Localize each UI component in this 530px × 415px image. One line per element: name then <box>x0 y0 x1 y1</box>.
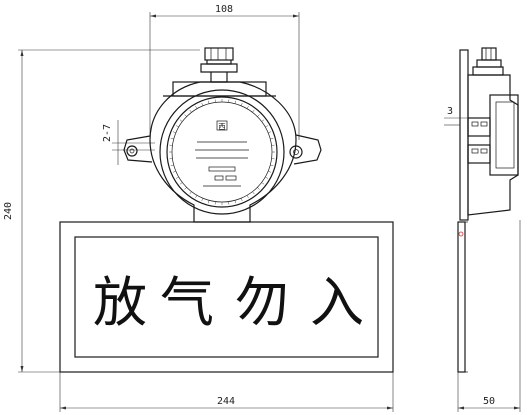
gauge-tick <box>175 176 179 179</box>
right-ear <box>289 134 322 165</box>
gauge-logo: 西 <box>218 122 226 131</box>
gauge-tick <box>252 109 255 113</box>
side-view <box>457 47 519 373</box>
dimension-bottom: 244 <box>59 372 394 412</box>
gauge-tick <box>268 131 272 134</box>
gauge-tick <box>189 109 192 113</box>
cable-gland <box>200 47 238 83</box>
sign-board <box>59 221 394 373</box>
gauge-tick <box>201 102 204 106</box>
sign-char-3: 勿 <box>235 271 289 334</box>
gauge-tick <box>265 125 269 128</box>
gauge-tick <box>246 195 249 199</box>
gauge-tick <box>195 195 198 199</box>
gauge-tick <box>195 105 198 109</box>
gauge-tick <box>234 200 236 204</box>
gauge-tick <box>240 198 243 202</box>
gauge-tick <box>175 125 179 128</box>
left-ear <box>123 135 153 163</box>
gauge-tick <box>208 100 210 104</box>
gauge-tick <box>179 119 183 122</box>
gauge-tick <box>270 164 274 166</box>
gauge-tick <box>172 170 176 173</box>
sign-char-4: 入 <box>310 271 364 334</box>
gauge-tick <box>189 191 192 195</box>
gauge-tick <box>246 105 249 109</box>
gauge-tick <box>252 191 255 195</box>
gauge-tick <box>179 182 183 185</box>
dimension-side-top: 3 <box>444 106 468 126</box>
dim-height-left-label: 240 <box>3 202 14 220</box>
dimension-gap: 2-7 <box>102 120 155 165</box>
gauge-tick <box>257 114 260 117</box>
gauge-tick <box>240 102 243 106</box>
sign-text: 放 气 勿 入 <box>93 271 364 334</box>
gauge-face: 西 <box>159 89 285 215</box>
gauge-tick <box>201 198 204 202</box>
dim-side-top-label: 3 <box>447 106 453 117</box>
gauge-tick <box>172 131 176 134</box>
sign-char-1: 放 <box>93 271 147 334</box>
sign-char-2: 气 <box>160 271 214 334</box>
dimension-left: 240 <box>3 49 200 373</box>
gauge-tick <box>261 182 265 185</box>
dim-width-top-label: 108 <box>215 4 233 15</box>
gauge-tick <box>184 187 187 190</box>
gauge-tick <box>170 138 174 140</box>
gauge-tick <box>270 138 274 140</box>
dimension-top: 108 <box>149 4 300 140</box>
gauge-tick <box>257 187 260 190</box>
dimension-side-bottom: 50 <box>457 220 521 412</box>
gauge-tick <box>170 164 174 166</box>
gauge-tick <box>268 170 272 173</box>
gauge-tick <box>184 114 187 117</box>
gauge-tick <box>261 119 265 122</box>
gauge-tick <box>234 100 236 104</box>
gauge-tick <box>265 176 269 179</box>
gauge-tick <box>208 200 210 204</box>
dim-gap-label: 2-7 <box>102 124 113 142</box>
dim-side-width-label: 50 <box>483 396 495 407</box>
dim-width-bottom-label: 244 <box>217 396 235 407</box>
